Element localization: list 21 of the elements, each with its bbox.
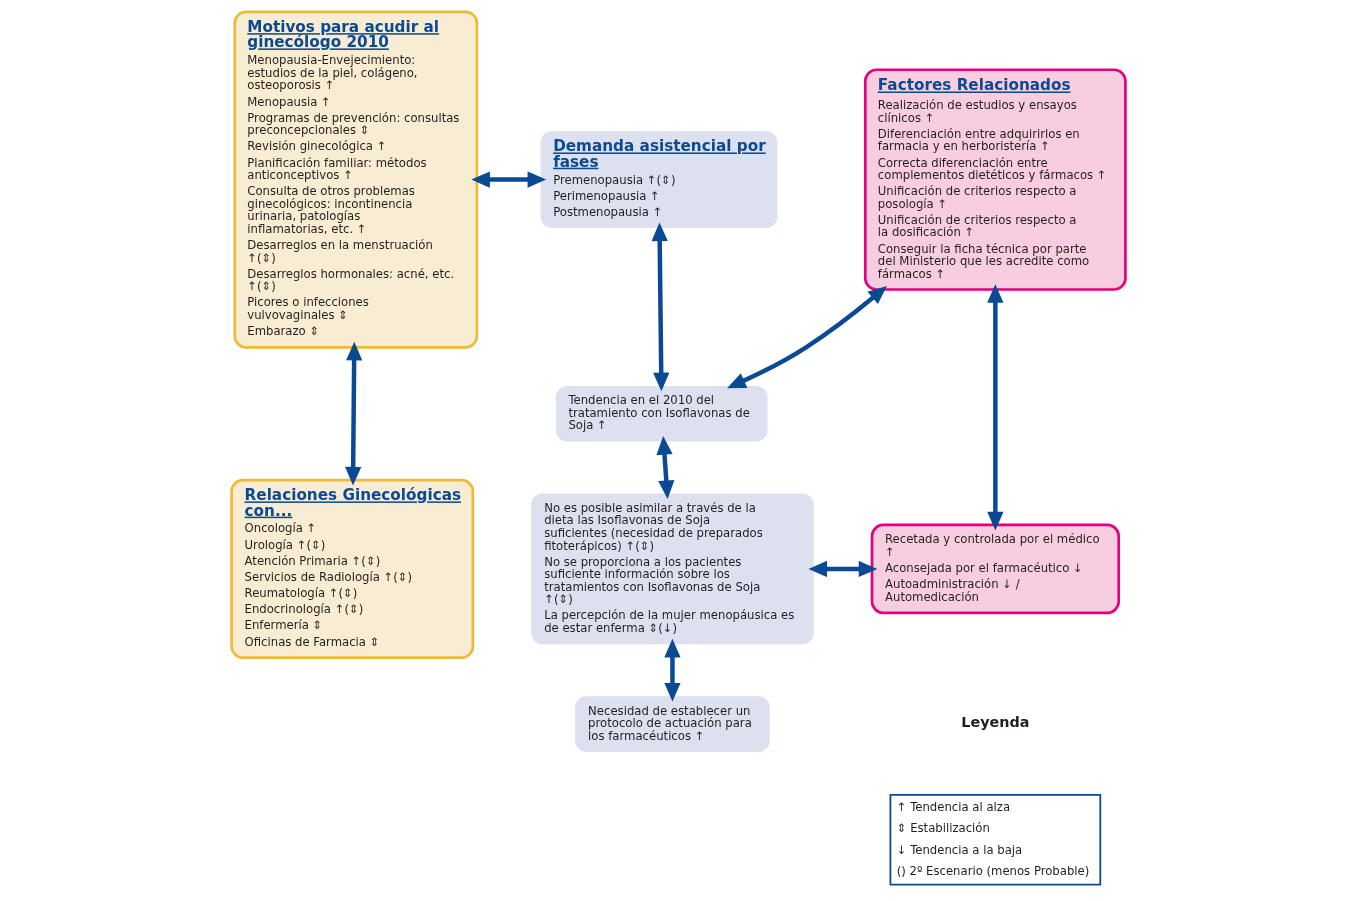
- arrow: [345, 341, 363, 486]
- node-box: Demanda asistencial por fases Premenopausia ↑(⇕) Perimenopausia ↑ Postmenopausia ↑: [540, 131, 778, 229]
- legend-label: ⇕ Estabilización: [896, 821, 990, 836]
- legend-label: () 2º Escenario (menos Probable): [896, 864, 1090, 879]
- arrow: [727, 285, 887, 389]
- node-box: Relaciones Ginecológicas con... Oncología ↑ Urología ↑(⇕) Atención Primaria ↑(⇕) Servicios de Radiología ↑(⇕) Reumatología ↑(⇕) Endocrinología ↑(⇕) Enfermería ⇕ Oficinas de Farmacia ⇕: [230, 478, 475, 660]
- node-box: Tendencia en el 2010 del tratamiento con Isoflavonas de Soja ↑: [555, 385, 768, 442]
- node-box: Motivos para acudir al ginecólogo 2010 Menopausia-Envejecimiento: estudios de la piel, colágeno, osteoporosis ↑ Menopausia ↑ Programas de prevención: consultas preconcepcionales ⇕ Revisión ginecológica ↑ Planificación familiar: métodos anticonceptivos ↑ Consulta de otros problemas ginecológicos: incontinencia urinaria, patologías inflamatorias, etc. ↑ Desarreglos en la menstruación ↑(⇕) Desarreglos hormonales: acné, etc. ↑(⇕) Picores o infecciones vulvovaginales ⇕ Embarazo ⇕: [233, 10, 479, 349]
- node-box: No es posible asimilar a través de la dieta las Isoflavonas de Soja suficientes (necesidad de preparados fitoterápicos) ↑(⇕) No se proporciona a los pacientes suficiente información sobre los tratamientos con Isoflavonas de Soja ↑(⇕) La percepción de la mujer menopáusica es de estar enferma ⇕(↓): [531, 493, 814, 645]
- legend-label: ↓ Tendencia a la baja: [896, 842, 1023, 857]
- arrow: [471, 171, 547, 188]
- node-box: Factores Relacionados Realización de estudios y ensayos clínicos ↑ Diferenciación entre adquirirlos en farmacia y en herboristería ↑ Correcta diferenciación entre complementos dietéticos y fármacos ↑ Unificación de criterios respecto a posología ↑ Unificación de criterios respecto a la dosificación ↑ Conseguir la ficha técnica por parte del Ministerio que les acredite como fármacos ↑: [863, 68, 1127, 291]
- arrow: [987, 284, 1004, 531]
- arrow: [651, 222, 670, 392]
- arrow: [808, 560, 878, 578]
- arrow: [664, 638, 681, 702]
- legend-label: ↑ Tendencia al alza: [896, 799, 1011, 814]
- label: Leyenda: [961, 713, 1030, 730]
- node-box: Necesidad de establecer un protocolo de actuación para los farmacéuticos ↑: [575, 696, 770, 752]
- node-box: Recetada y controlada por el médico ↑ Aconsejada por el farmacéutico ↓ Autoadministración ↓ / Automedicación: [870, 523, 1121, 615]
- arrow: [656, 436, 675, 500]
